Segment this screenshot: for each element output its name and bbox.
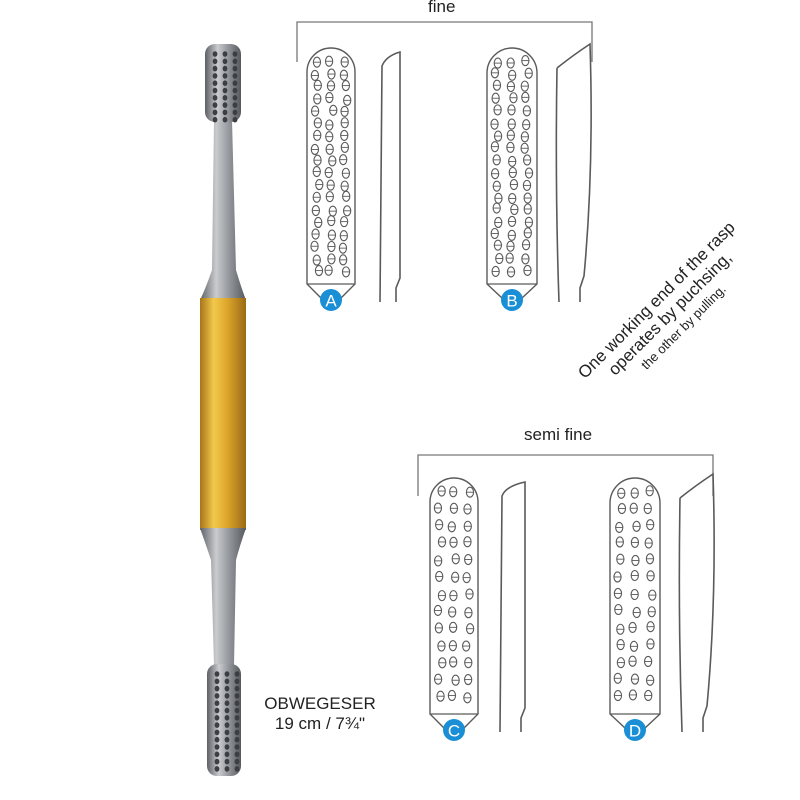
side-profile <box>499 481 526 733</box>
side-profile <box>678 497 683 733</box>
rasp-blade-b: B <box>486 42 592 311</box>
rasp-instrument <box>200 44 246 776</box>
rasp-blade-a: A <box>306 47 401 311</box>
side-profile <box>379 50 401 303</box>
fine-label: fine <box>428 0 456 16</box>
product-caption: OBWEGESER 19 cm / 7¾" <box>255 694 385 734</box>
badge-letter: D <box>629 722 641 741</box>
variant-badge-d: D <box>624 719 646 741</box>
teeth <box>490 55 534 278</box>
rasp-blade-c: C <box>429 477 526 741</box>
teeth <box>613 485 657 702</box>
fine-bracket <box>296 21 593 62</box>
gold-handle <box>200 298 246 530</box>
badge-letter: C <box>448 722 460 741</box>
badge-letter: B <box>506 292 517 311</box>
variant-badge-b: B <box>501 289 523 311</box>
product-name: OBWEGESER <box>264 694 376 713</box>
teeth <box>310 55 352 278</box>
teeth <box>433 485 475 704</box>
variant-badge-c: C <box>443 719 465 741</box>
semi-fine-label: semi fine <box>524 425 593 444</box>
badge-letter: A <box>325 292 337 311</box>
rasp-blade-d: D <box>609 472 715 741</box>
variant-badge-a: A <box>320 289 342 311</box>
side-profile <box>555 67 560 303</box>
product-size: 19 cm / 7¾" <box>274 714 366 733</box>
